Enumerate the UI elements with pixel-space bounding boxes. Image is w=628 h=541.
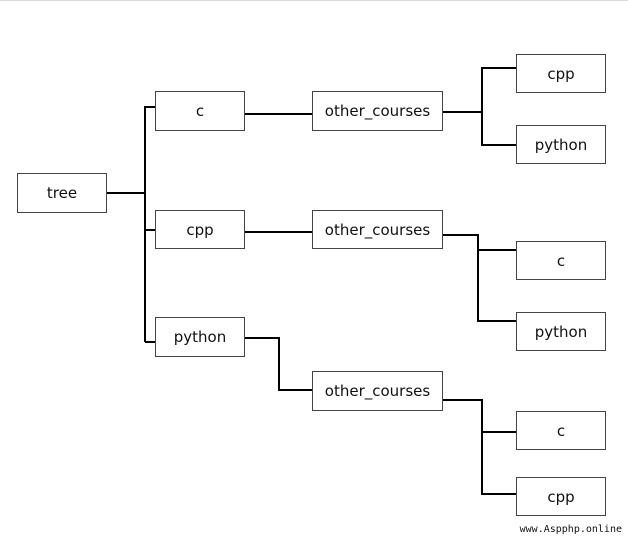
level2-node-other-courses-3: other_courses [312, 371, 443, 411]
level2-node-other-courses-1: other_courses [312, 91, 443, 131]
leaf-node-python-2: python [516, 312, 606, 351]
level2-node-other-courses-2: other_courses [312, 210, 443, 249]
leaf-node-cpp-1: cpp [516, 54, 606, 93]
leaf-node-python-1: python [516, 125, 606, 164]
level1-node-c: c [155, 91, 245, 131]
leaf-node-cpp-3: cpp [516, 477, 606, 516]
connector-other3-trunk [443, 399, 483, 495]
connector-other2-trunk [443, 234, 479, 322]
root-node: tree [17, 173, 107, 213]
top-divider [0, 0, 628, 1]
connector-python-other [245, 337, 312, 391]
watermark-text: www.Aspphp.online [519, 524, 622, 535]
leaf-node-c-3: c [516, 411, 606, 450]
level1-node-python: python [155, 317, 245, 357]
level1-node-cpp: cpp [155, 210, 245, 249]
leaf-node-c-2: c [516, 241, 606, 280]
